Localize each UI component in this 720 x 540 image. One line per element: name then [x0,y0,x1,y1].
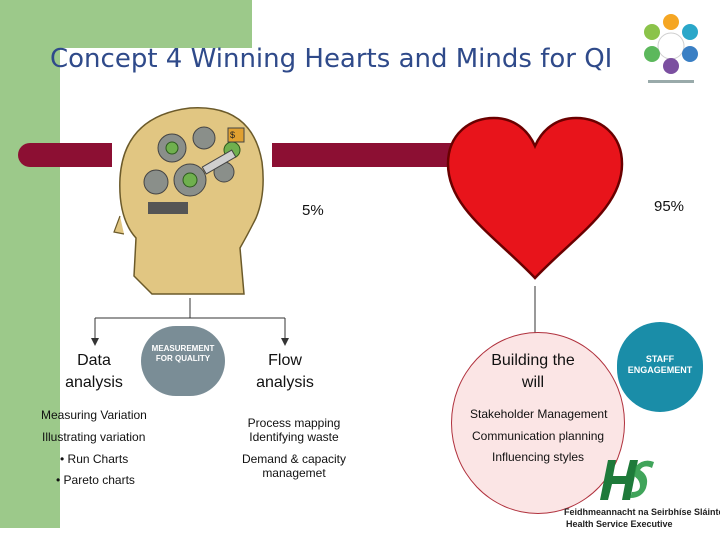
top-green-block [60,0,252,48]
head-gears-icon: $ [112,98,272,298]
hse-logo-irish-text: Feidhmeannacht na Seirbhíse Sláinte [564,507,720,517]
head-percent-label: 5% [302,202,324,219]
building-will-circle [451,332,625,514]
data-analysis-item: Illustrating variation [42,430,146,444]
heart-icon [440,112,630,282]
flow-analysis-heading: Flow analysis [256,352,314,391]
slide-title: Concept 4 Winning Hearts and Minds for Q… [50,44,613,74]
staff-badge-label: STAFF ENGAGEMENT [627,354,693,375]
data-analysis-item: Measuring Variation [41,408,147,422]
svg-text:$: $ [230,130,235,140]
left-green-bar [0,0,60,528]
building-will-item: Stakeholder Management [470,407,608,421]
building-will-item: Communication planning [472,429,605,443]
building-will-heading: Building the will [491,352,575,391]
hse-logo-english-text: Health Service Executive [566,519,673,529]
hse-logo-icon [596,454,658,506]
staff-engagement-badge: STAFF ENGAGEMENT [617,322,703,412]
heart-percent-label: 95% [654,198,685,215]
measurement-badge-label: MEASUREMENT FOR QUALITY [151,344,215,363]
data-analysis-item: • Run Charts [60,452,129,466]
flow-analysis-item: Process mapping Identifying waste [247,416,341,444]
measurement-for-quality-badge: MEASUREMENT FOR QUALITY [141,326,225,396]
data-analysis-heading: Data analysis [65,352,123,391]
framework-logo [632,10,710,88]
flow-analysis-item: Demand & capacity managemet [241,452,347,480]
data-analysis-item: • Pareto charts [56,473,135,487]
building-will-item: Influencing styles [492,450,585,464]
